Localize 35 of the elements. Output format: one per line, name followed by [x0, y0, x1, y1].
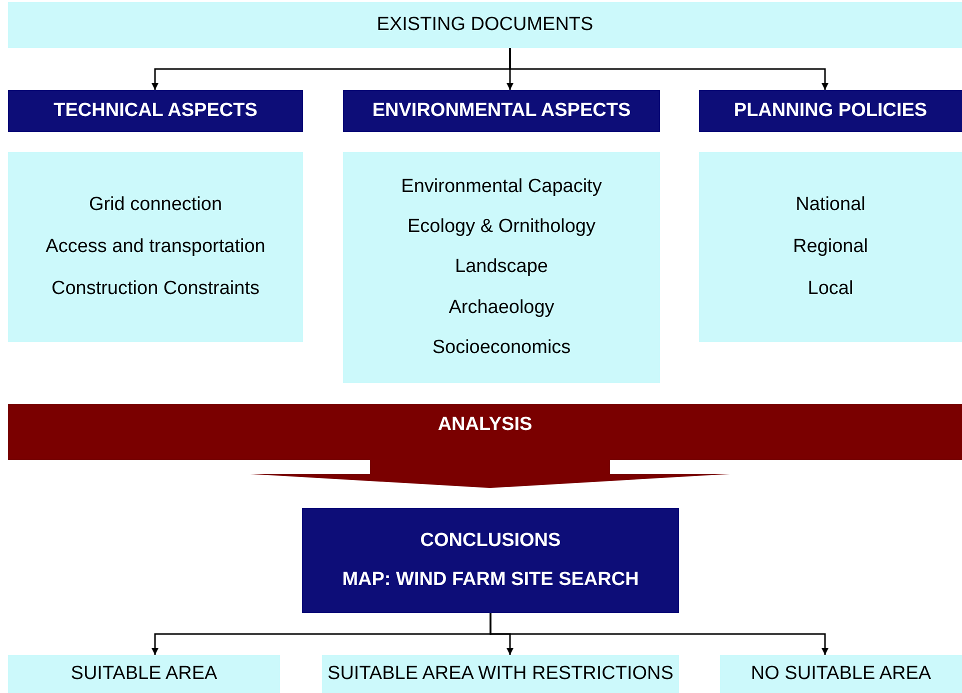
topic-label: Ecology & Ornithology [408, 216, 596, 238]
topic-label: Socioeconomics [432, 336, 571, 359]
result-box [322, 655, 679, 693]
topic-label: Local [808, 278, 854, 300]
category-header [699, 90, 962, 132]
topic-label: Construction Constraints [51, 278, 260, 300]
box-label: TECHNICAL ASPECTS [54, 100, 258, 122]
result-box [8, 655, 280, 693]
topic-list-box [699, 152, 962, 342]
box-label: NO SUITABLE AREA [750, 663, 932, 685]
arrow [509, 48, 828, 90]
conclusion-box [302, 508, 679, 613]
topic-label: Regional [793, 236, 868, 258]
box-label: SUITABLE AREA [70, 663, 218, 685]
header-band [8, 2, 962, 48]
topic-label: Grid connection [88, 194, 222, 216]
box-label: PLANNING POLICIES [734, 100, 928, 122]
topic-label: Access and transportation [46, 236, 266, 258]
category-header [8, 90, 303, 132]
box-label: EXISTING DOCUMENTS [376, 14, 594, 36]
subheading: MAP: WIND FARM SITE SEARCH [342, 568, 639, 591]
box-label: SUITABLE AREA WITH RESTRICTIONS [328, 663, 674, 685]
heading: CONCLUSIONS [420, 530, 561, 552]
topic-label: Environmental Capacity [401, 176, 602, 198]
analysis-arrow [8, 404, 962, 488]
result-box [720, 655, 962, 693]
arrow [490, 613, 828, 655]
topic-label: Landscape [455, 256, 548, 278]
topic-label: National [796, 194, 866, 216]
topic-list-box [8, 152, 303, 342]
box-label: ANALYSIS [438, 414, 532, 436]
topic-label: Archaeology [448, 296, 554, 319]
category-header [343, 90, 660, 132]
box-label: ENVIRONMENTAL ASPECTS [372, 100, 631, 122]
topic-list-box [343, 152, 660, 383]
